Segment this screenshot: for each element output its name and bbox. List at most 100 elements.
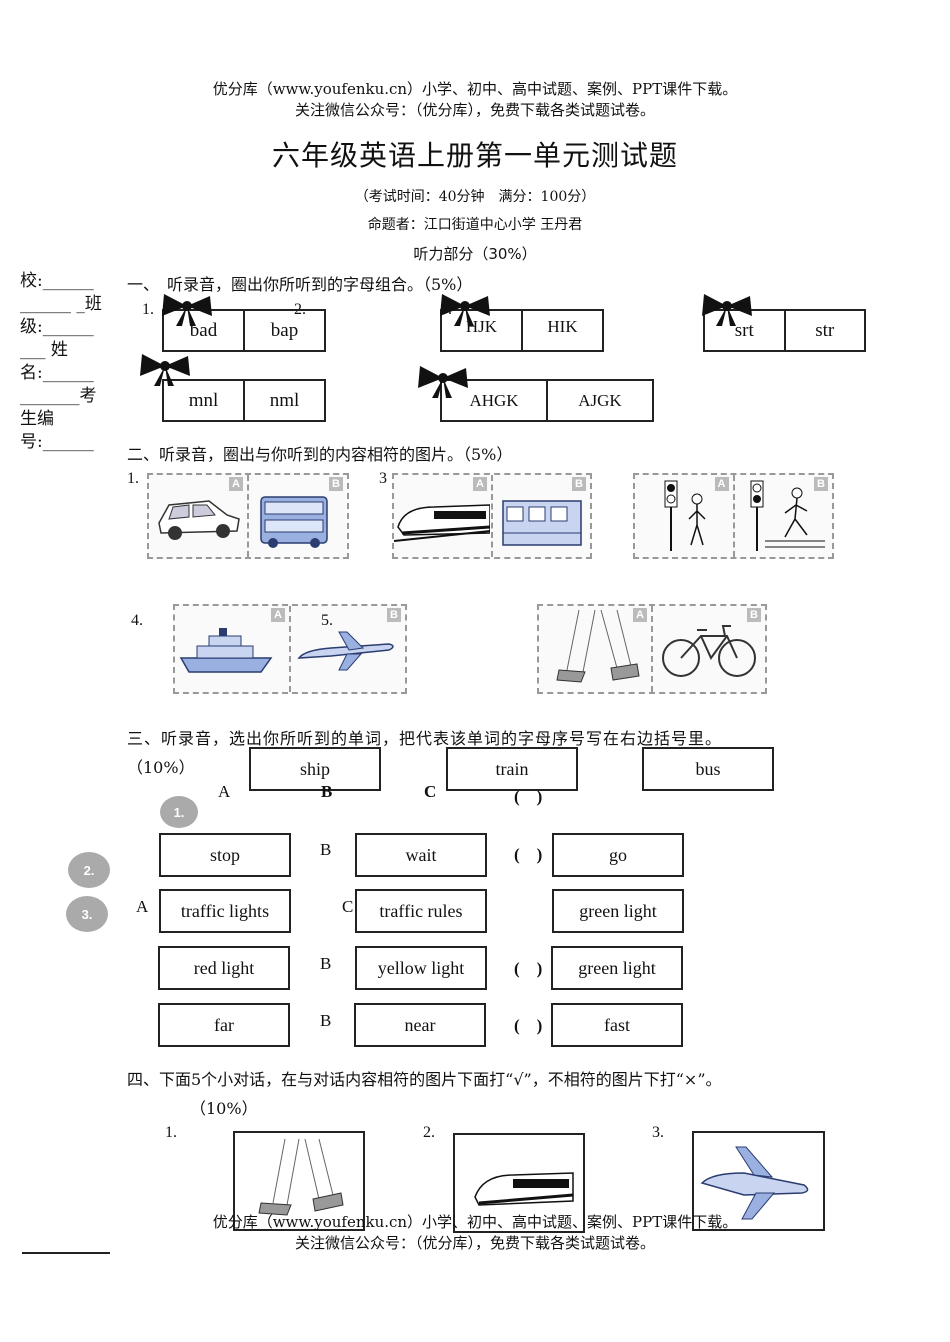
cloud-number-1: 1. [160,796,198,828]
picture-b[interactable]: B [735,475,833,557]
picture-b[interactable]: B [249,475,347,557]
tag-a: A [271,608,285,622]
author-line: 命题者：江口街道中心小学 王丹君 [367,217,583,233]
word-box-traffic-lights[interactable]: traffic lights [159,889,291,933]
tag-b: B [329,477,343,491]
bow-decoration-icon [702,294,752,326]
option-a[interactable]: mnl [188,389,219,411]
option-b[interactable]: AJGK [546,381,652,420]
word-box-bus[interactable]: bus [642,747,774,791]
walking-feet-icon [258,1138,344,1216]
option-letter-b: B [320,954,332,973]
picture-b[interactable]: B [653,606,765,692]
word-box-far[interactable]: far [158,1003,290,1047]
option-b[interactable]: HIK [521,311,602,350]
word-box-red-light[interactable]: red light [158,946,290,990]
option-letter-a: A [218,782,231,801]
page-title: 六年级英语上册第一单元测试题 [271,139,678,172]
option-a[interactable]: AHGK [469,390,519,410]
word-box-green-light[interactable]: green light [551,946,683,990]
picture-a[interactable]: A [635,475,735,557]
letter-box-4[interactable]: mnl nml [162,379,326,422]
section4-heading: 四、下面5个小对话，在与对话内容相符的图片下面打“√”，不相符的图片下打“×”。 [127,1070,722,1089]
dialogue-picture-1[interactable] [233,1131,365,1231]
tag-b: B [387,608,401,622]
option-b[interactable]: str [783,311,865,350]
header-line-2: 关注微信公众号：（优分库），免费下载各类试题试卷。 [294,101,655,119]
word-box-go[interactable]: go [552,833,684,877]
picture-pair-2[interactable]: A B [392,473,592,559]
s4-number-2: 2. [423,1124,435,1141]
option-letter-b: B [320,840,332,859]
section3-heading: 三、听录音，选出你所听到的单词，把代表该单词的字母序号写在右边括号里。 [127,729,723,748]
word-box-traffic-rules[interactable]: traffic rules [355,889,487,933]
exam-info: （考试时间：40分钟 满分：100分） [354,189,596,205]
word-box-green-light[interactable]: green light [552,889,684,933]
s2-number-5: 5. [321,612,333,629]
answer-paren[interactable]: ( ) [514,959,543,978]
section1-heading: 一、 听录音，圈出你所听到的字母组合。（5%） [127,275,473,294]
airplane-icon [700,1146,809,1220]
picture-pair-3[interactable]: A B [633,473,834,559]
picture-a[interactable]: A [149,475,249,557]
tag-b: B [747,608,761,622]
header-line-1: 优分库（www.youfenku.cn）小学、初中、高中试题、案例、PPT课件下… [212,80,738,98]
letter-box-5[interactable]: AHGK AJGK [440,379,654,422]
word-box-ship[interactable]: ship [249,747,381,791]
word-box-near[interactable]: near [354,1003,486,1047]
s4-number-3: 3. [652,1124,664,1141]
student-info: 校:______ ______ _班级:______ ___ 姓名:______… [20,271,102,452]
tag-a: A [714,477,729,491]
dialogue-picture-2[interactable] [453,1133,585,1233]
picture-pair-1[interactable]: A B [147,473,349,559]
tag-b: B [814,477,828,491]
footer-line-1: 优分库（www.youfenku.cn）小学、初中、高中试题、案例、PPT课件下… [212,1213,738,1231]
picture-b[interactable]: 5. B [291,606,405,692]
option-letter-c: C [424,782,437,801]
word-box-train[interactable]: train [446,747,578,791]
picture-a[interactable]: A [393,475,493,557]
bow-decoration-icon [440,294,490,326]
section4-percent: （10%） [190,1099,258,1118]
option-letter-a: A [136,897,149,916]
traffic-light-walking-man-icon [750,480,825,551]
listening-title: 听力部分（30%） [413,245,537,263]
s2-number-3: 3 [379,470,387,487]
letter-box-2[interactable]: HJK HIK [440,309,604,352]
option-a[interactable]: srt [734,319,754,341]
letter-box-3[interactable]: srt str [703,309,866,352]
airplane-icon [297,631,394,671]
word-box-fast[interactable]: fast [551,1003,683,1047]
picture-pair-5[interactable]: A B [537,604,767,694]
word-box-yellow-light[interactable]: yellow light [355,946,487,990]
high-speed-train-icon [474,1172,574,1206]
option-a[interactable]: HJK [465,317,498,336]
section2-heading: 二、听录音，圈出与你听到的内容相符的图片。（5%） [127,445,513,464]
car-icon [158,500,240,540]
subway-train-icon [502,500,582,546]
s1-number-1: 1. [142,301,154,318]
word-box-stop[interactable]: stop [159,833,291,877]
picture-b[interactable]: B [493,475,590,557]
bow-decoration-icon [140,354,190,386]
s2-number-1: 1. [127,470,139,487]
answer-paren[interactable]: ( ) [514,845,543,864]
option-letter-c: C [342,897,354,916]
high-speed-train-icon [393,504,491,542]
answer-paren[interactable]: ( ) [514,1016,543,1035]
picture-pair-4[interactable]: A 5. B [173,604,407,694]
dialogue-picture-3[interactable] [692,1131,825,1231]
word-box-wait[interactable]: wait [355,833,487,877]
double-decker-bus-icon [260,496,328,548]
option-letter-b: B [321,782,333,801]
cloud-number-3: 3. [66,896,108,932]
option-a[interactable]: bad [189,319,218,341]
picture-a[interactable]: A [539,606,653,692]
picture-a[interactable]: A [175,606,291,692]
option-b[interactable]: nml [243,381,324,420]
option-b[interactable]: bap [243,311,324,350]
option-letter-b: B [320,1011,332,1030]
answer-paren[interactable]: ( ) [514,787,543,806]
side-underline [22,1252,110,1254]
letter-box-1[interactable]: bad bap [162,309,326,352]
